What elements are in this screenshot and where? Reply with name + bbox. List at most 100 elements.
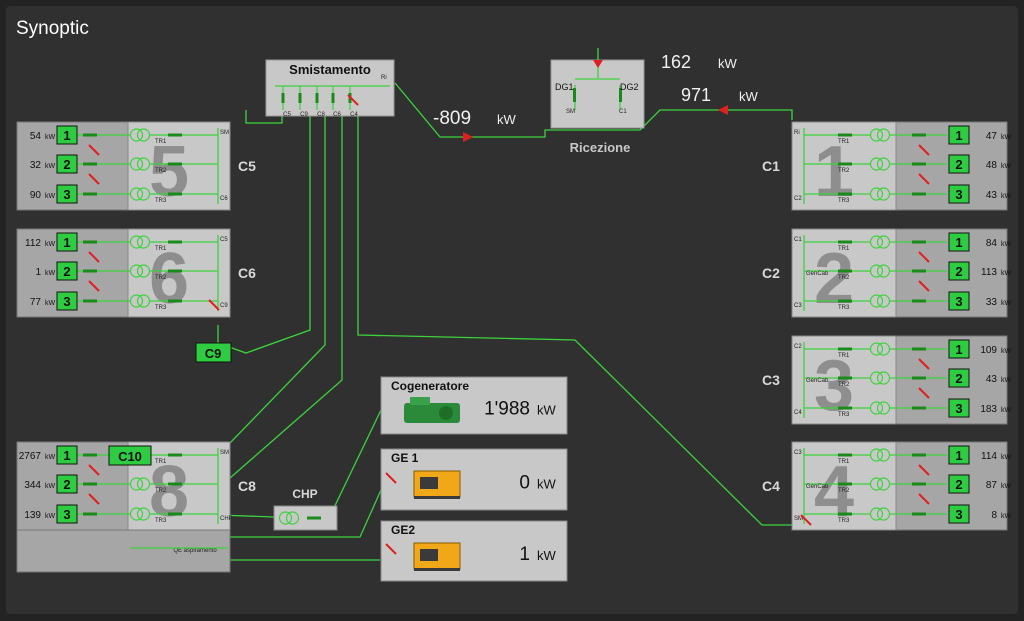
feeder-2-button[interactable]: 2 [948,261,970,281]
open-breaker-icon [208,299,220,311]
c10-box[interactable] [108,445,152,466]
cabin-port-label: C3 [794,450,802,456]
feeder-number-box[interactable] [56,474,78,494]
feeder-number-box[interactable] [948,125,970,145]
transformer-coil [869,157,884,171]
feeder-1-button[interactable]: 1 [948,445,970,465]
transformer-coil [136,264,151,278]
feeder-3-button[interactable]: 3 [948,184,970,204]
feeder-unit: kW [1001,377,1012,384]
feeder-number-box[interactable] [948,368,970,388]
feeder-3-button[interactable]: 3 [56,504,78,524]
transformer-coil [876,157,891,171]
feeder-number: 1 [63,128,70,143]
transformer-label: TR2 [155,488,167,494]
feeder-number-box[interactable] [56,232,78,252]
feeder-value: 1 [35,267,41,278]
feeder-number-box[interactable] [948,398,970,418]
feeder-unit: kW [1001,407,1012,414]
feeder-number-box[interactable] [948,232,970,252]
feeder-number-box[interactable] [56,184,78,204]
c9-box[interactable] [195,342,232,363]
feeder-number-box[interactable] [56,291,78,311]
open-breaker-icon [88,251,100,263]
down-arrow-icon [593,60,603,68]
feeder-1-button[interactable]: 1 [56,445,78,465]
feeder-1-button[interactable]: 1 [56,125,78,145]
busbar [838,133,852,137]
transformer-label: TR1 [838,246,850,252]
smistamento-switch [315,93,319,103]
transformer-icon [869,128,891,142]
transformer-coil [869,401,884,415]
transformer-icon [869,507,891,521]
feeder-2-button[interactable]: 2 [56,474,78,494]
feeder-unit: kW [45,454,56,461]
feeder-number-box[interactable] [56,504,78,524]
feeder-3-button[interactable]: 3 [948,504,970,524]
feeder-unit: kW [1001,134,1012,141]
feeder-number-box[interactable] [948,154,970,174]
feeder-2-button[interactable]: 2 [948,474,970,494]
feeder-number-box[interactable] [56,125,78,145]
feeder-3-button[interactable]: 3 [56,291,78,311]
gencab-label: GenCab [806,271,829,277]
feeder-2-button[interactable]: 2 [948,154,970,174]
feeder-2-button[interactable]: 2 [56,261,78,281]
ricezione-title: Ricezione [570,140,631,155]
open-breaker-icon [385,543,397,555]
feeder-number-box[interactable] [948,445,970,465]
feeder-1-button[interactable]: 1 [948,232,970,252]
cabin-port-label: C3 [794,303,802,309]
transformer-label: TR1 [155,246,167,252]
busbar [168,269,182,273]
chp-box[interactable]: CHP [273,487,338,531]
c10-button[interactable]: C10 [108,445,152,466]
feeder-unit: kW [1001,300,1012,307]
feeder-1-button[interactable]: 1 [948,125,970,145]
transformer-coil [869,235,884,249]
feeder-3-button[interactable]: 3 [56,184,78,204]
c9-button[interactable]: C9 [195,342,232,363]
busbar [838,269,852,273]
feeder-1-button[interactable]: 1 [56,232,78,252]
transformer-label: TR3 [155,198,167,204]
feeder-number-box[interactable] [948,339,970,359]
open-breaker-icon [88,173,100,185]
genset-panel [420,477,438,489]
feeder-number-box[interactable] [56,261,78,281]
busbar [838,299,852,303]
cabin-port-label: SM [220,130,229,136]
feeder-2-button[interactable]: 2 [56,154,78,174]
transformer-icon [129,294,151,308]
feeder-1-button[interactable]: 1 [948,339,970,359]
transformer-icon [278,511,300,525]
transformer-coil [129,187,144,201]
feeder-number-box[interactable] [56,445,78,465]
feeder-2-button[interactable]: 2 [948,368,970,388]
feeder-number-box[interactable] [948,184,970,204]
open-breaker-icon [918,251,930,263]
feeder-3-button[interactable]: 3 [948,291,970,311]
cogenerator-engine-icon [404,397,460,423]
feeder-number-box[interactable] [948,291,970,311]
feeder-number-box[interactable] [948,474,970,494]
feeder-unit: kW [45,483,56,490]
feeder-number-box[interactable] [948,504,970,524]
feeder-number-box[interactable] [56,154,78,174]
feeder-3-button[interactable]: 3 [948,398,970,418]
feeder-number-box[interactable] [948,261,970,281]
cabin-port-label: C9 [220,303,228,309]
